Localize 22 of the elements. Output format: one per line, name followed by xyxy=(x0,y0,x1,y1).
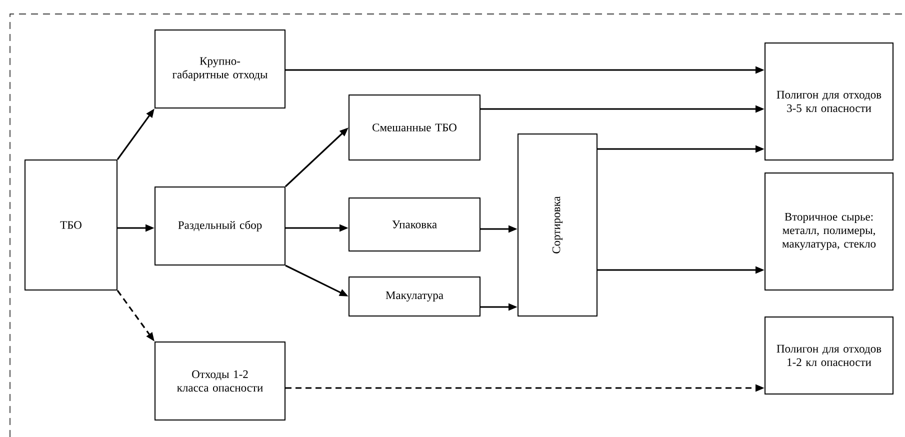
process-box xyxy=(348,276,480,316)
process-box xyxy=(154,186,286,266)
box-label: Макулатура xyxy=(386,292,444,302)
box-label: Отходы 1-2 класса опасности xyxy=(177,370,263,392)
box-label: Полигон для отходов 3-5 кл опасности xyxy=(776,90,882,112)
box-label: Раздельный сбор xyxy=(178,220,262,232)
box-label: ТБО xyxy=(60,221,82,229)
box-label: Упаковка xyxy=(392,220,437,228)
box-label: Смешанные ТБО xyxy=(372,124,456,132)
process-box xyxy=(764,42,894,160)
process-box xyxy=(518,134,598,316)
box-label: Полигон для отходов 1-2 кл опасности xyxy=(776,344,882,366)
process-box xyxy=(764,316,894,394)
process-box xyxy=(348,94,480,160)
box-label: Сортировка xyxy=(552,196,563,254)
box-label: Крупно-габаритные отходы xyxy=(172,57,268,81)
process-box xyxy=(154,30,286,108)
process-box xyxy=(24,160,118,290)
box-label: Вторичное сырье: металл, полимеры, макулатура, стекло xyxy=(782,213,876,250)
process-box xyxy=(348,198,480,252)
process-box xyxy=(154,342,286,420)
process-box xyxy=(764,172,894,290)
